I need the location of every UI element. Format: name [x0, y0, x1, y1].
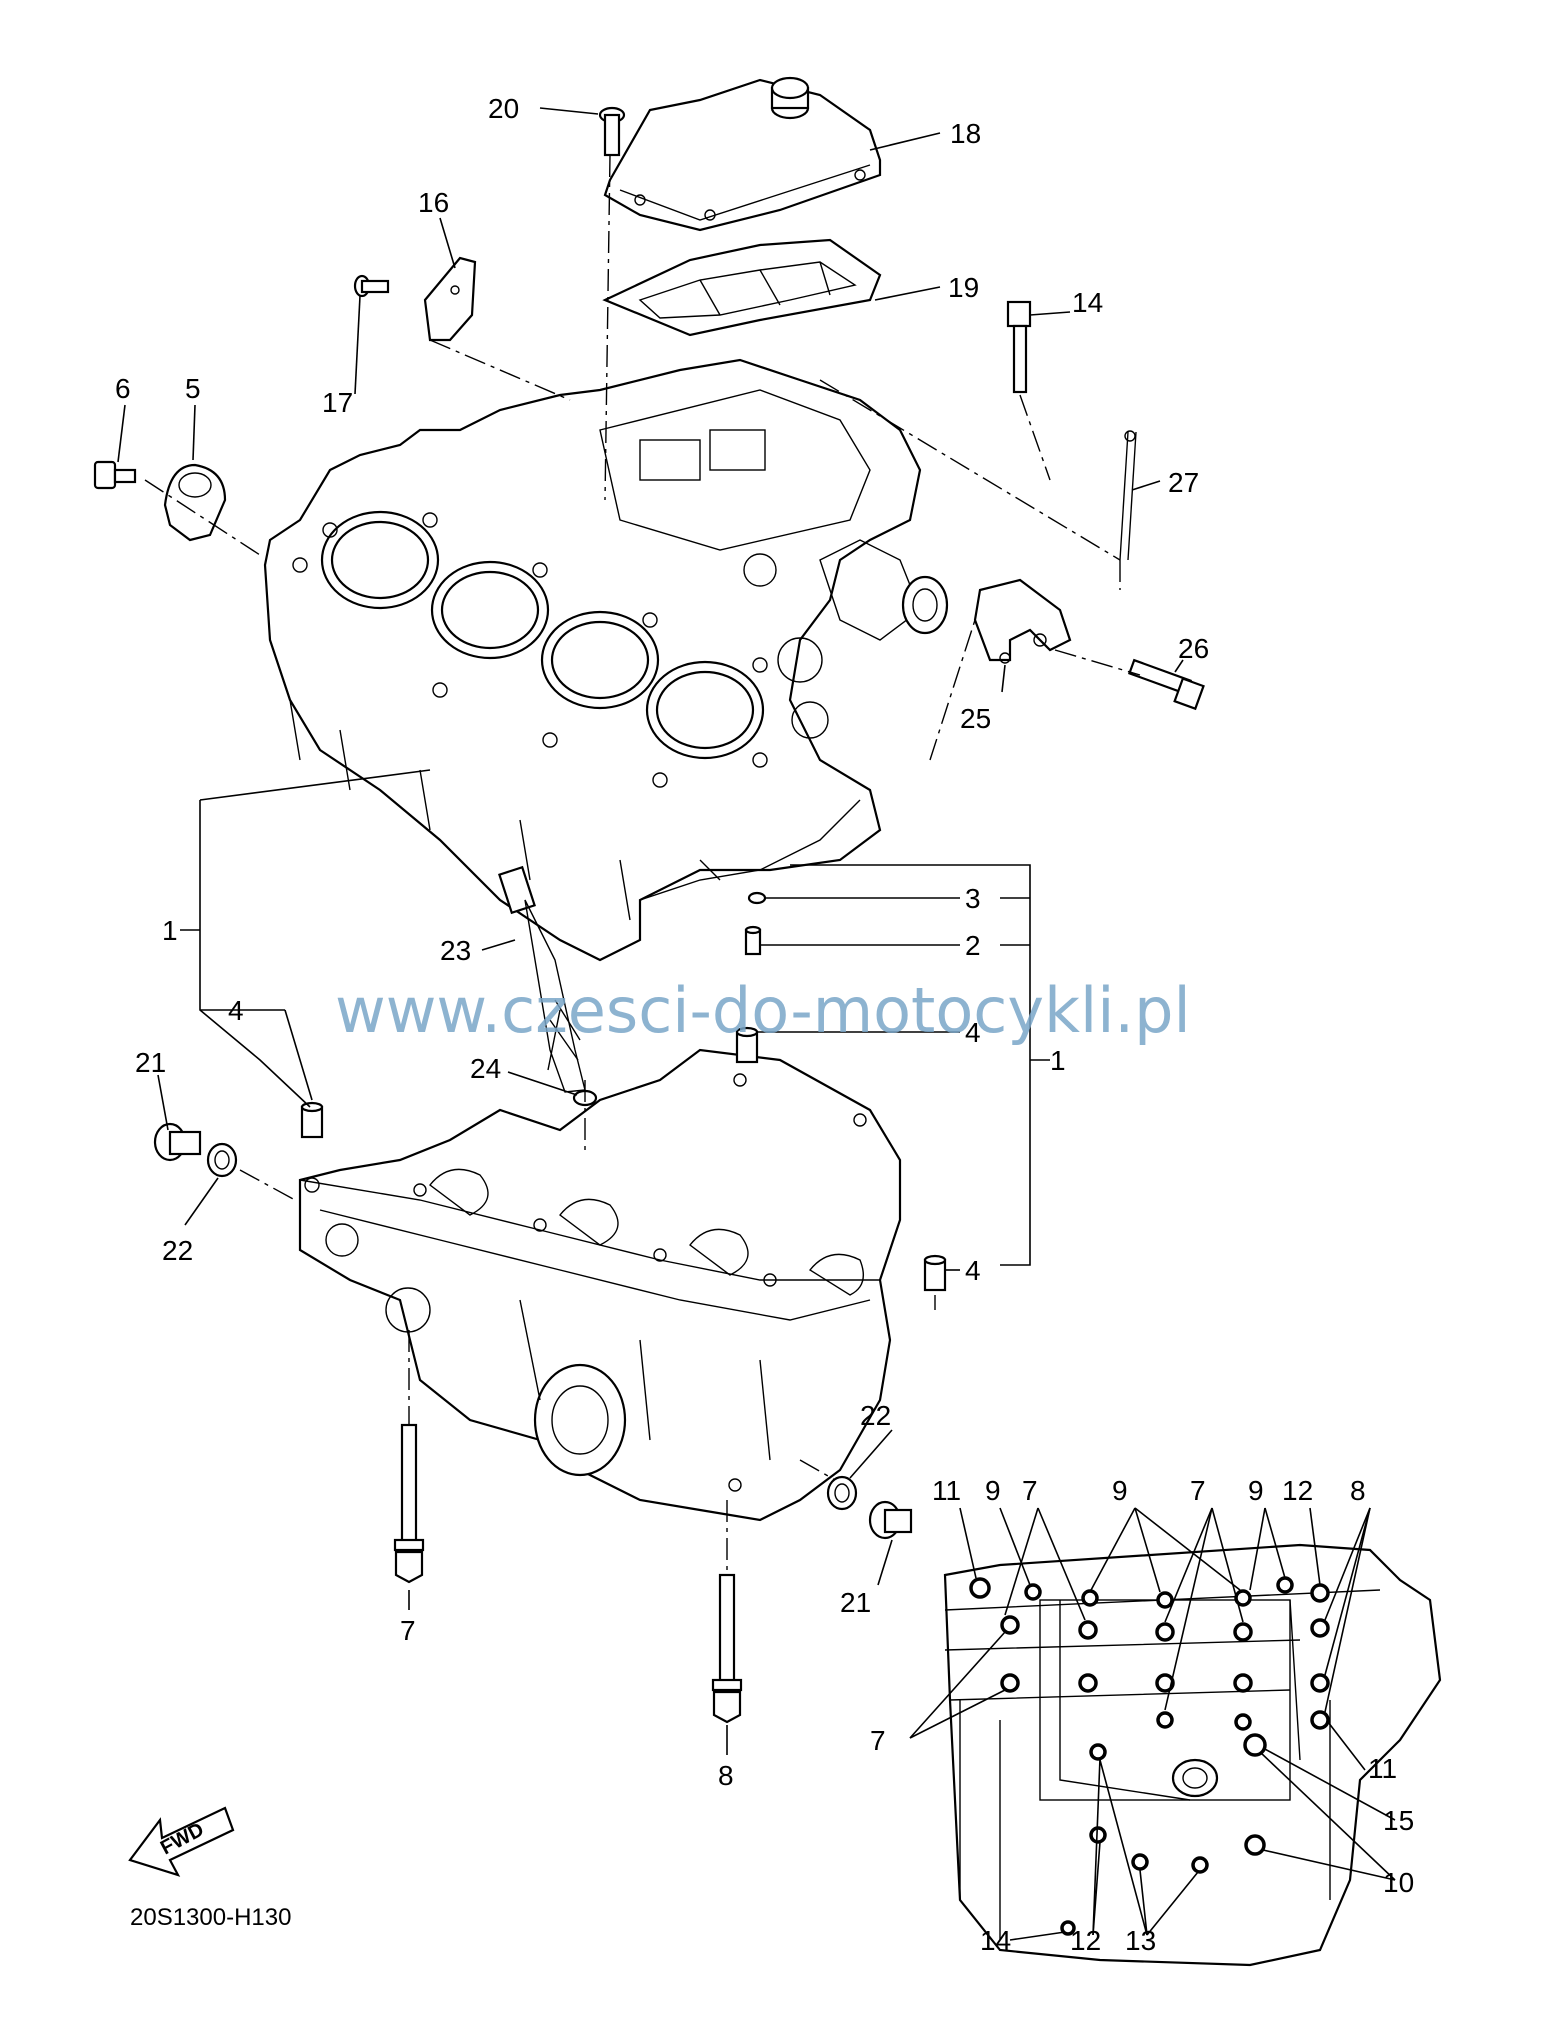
callout-19: 19: [948, 272, 979, 303]
callout-4-mid: 4: [965, 1017, 981, 1048]
callout-13: 13: [1125, 1925, 1156, 1956]
part-22-washer-right: [826, 1475, 858, 1511]
callout-17: 17: [322, 387, 353, 418]
callout-2: 2: [965, 930, 981, 961]
inset-bottom-view: [909, 1507, 1442, 1967]
part-17-bolt: [353, 274, 390, 298]
callout-21-right: 21: [840, 1587, 871, 1618]
callout-22-right: 22: [860, 1400, 891, 1431]
callout-labels: 20 18 16 19 14 6 5 17 27 26 25 3 2 1 23 …: [115, 93, 1414, 1956]
callout-9-inset-a: 9: [985, 1475, 1001, 1506]
watermark-text: www.czesci-do-motocykli.pl: [335, 974, 1191, 1047]
callout-23: 23: [440, 935, 471, 966]
part-25-bracket: [973, 578, 1072, 664]
callout-7-bolt: 7: [400, 1615, 416, 1646]
callout-24: 24: [470, 1053, 501, 1084]
part-23-strainer: [498, 865, 586, 1093]
callout-9-inset-c: 9: [1248, 1475, 1264, 1506]
part-5-cover: [163, 463, 227, 542]
bolt-20: [598, 106, 626, 157]
callout-26: 26: [1178, 633, 1209, 664]
callout-22-left: 22: [162, 1235, 193, 1266]
callout-4-left: 4: [228, 995, 244, 1026]
upper-crankcase: [263, 358, 949, 962]
callout-5: 5: [185, 373, 201, 404]
callout-11-inset-right: 11: [1368, 1753, 1397, 1784]
callout-4-right: 4: [965, 1255, 981, 1286]
part-4-dowel-c: [923, 1254, 947, 1292]
part-4-dowel-a: [300, 1101, 324, 1139]
callout-10: 10: [1383, 1867, 1414, 1898]
callout-6: 6: [115, 373, 131, 404]
breather-cover: [603, 76, 882, 232]
callout-18: 18: [950, 118, 981, 149]
part-21-plug-right: [868, 1500, 913, 1540]
callout-16: 16: [418, 187, 449, 218]
leader-lines: [117, 107, 1184, 1755]
diagram-code: 20S1300-H130: [130, 1904, 291, 1931]
callout-8-inset: 8: [1350, 1475, 1366, 1506]
fwd-arrow-icon: FWD: [128, 1806, 235, 1877]
part-3-oring: [747, 891, 767, 905]
callout-14-top: 14: [1072, 287, 1103, 318]
callout-7-inset-b: 7: [1190, 1475, 1206, 1506]
callout-9-inset-b: 9: [1112, 1475, 1128, 1506]
part-21-plug-left: [153, 1122, 202, 1162]
part-26-bolt: [1128, 658, 1205, 711]
part-14-bolt: [1006, 300, 1032, 394]
callout-3: 3: [965, 883, 981, 914]
part-2-pipe: [744, 925, 762, 956]
part-6-bolt: [93, 460, 137, 490]
callout-15: 15: [1383, 1805, 1414, 1836]
part-8-long-bolt: [711, 1573, 743, 1724]
callout-25: 25: [960, 703, 991, 734]
callout-8-bolt: 8: [718, 1760, 734, 1791]
callout-7-inset-a: 7: [1022, 1475, 1038, 1506]
part-4-dowel-b: [735, 1026, 759, 1064]
callout-12-inset-bottom: 12: [1070, 1925, 1101, 1956]
callout-21-left: 21: [135, 1047, 166, 1078]
callout-14-inset: 14: [980, 1925, 1011, 1956]
callout-1-left: 1: [162, 915, 178, 946]
callout-27: 27: [1168, 467, 1199, 498]
callout-7-inset-c: 7: [870, 1725, 886, 1756]
part-16-bracket: [423, 256, 477, 342]
callout-20: 20: [488, 93, 519, 124]
part-22-washer-left: [206, 1142, 238, 1178]
part-7-long-bolt: [393, 1423, 425, 1584]
part-27-tube: [1119, 430, 1137, 561]
breather-gasket: [602, 238, 882, 337]
callout-12-inset-top: 12: [1282, 1475, 1313, 1506]
callout-1-right: 1: [1050, 1045, 1066, 1076]
lower-crankcase: [298, 1048, 902, 1522]
callout-11-inset-top: 11: [932, 1475, 961, 1506]
